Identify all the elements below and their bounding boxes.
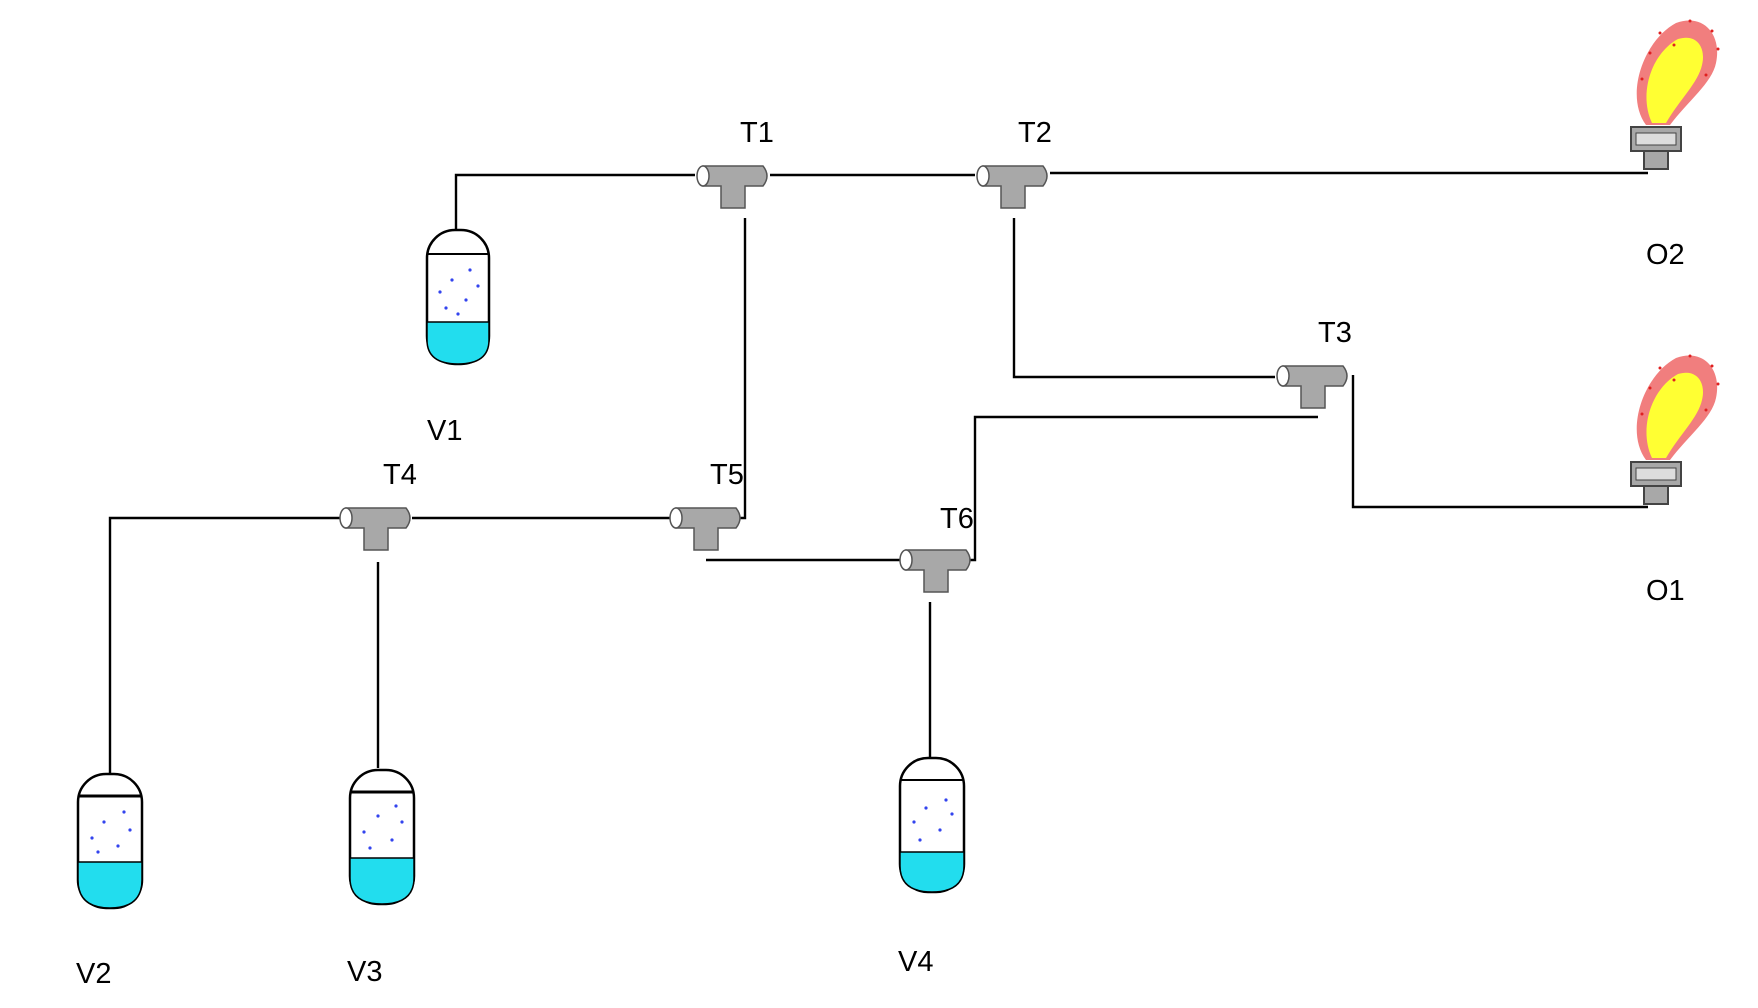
flare-o2[interactable] — [1630, 18, 1721, 170]
pipe-t2-t3[interactable] — [1012, 218, 1275, 379]
flare-o1[interactable] — [1630, 353, 1721, 505]
vessel-v3[interactable] — [348, 768, 416, 906]
tee-t3[interactable] — [1276, 365, 1348, 409]
tee-t5[interactable] — [669, 507, 741, 551]
tee-t6[interactable] — [899, 549, 971, 593]
pipe-t3-t6[interactable] — [938, 415, 1318, 562]
label-t3: T3 — [1318, 317, 1352, 349]
label-t5: T5 — [710, 459, 744, 491]
vessel-v1[interactable] — [425, 228, 491, 366]
label-v4: V4 — [898, 946, 933, 978]
vessel-v2[interactable] — [76, 772, 144, 910]
label-v3: V3 — [347, 956, 382, 988]
tee-t1[interactable] — [696, 165, 768, 209]
vessel-v4[interactable] — [898, 756, 966, 894]
pipe-t3-o1[interactable] — [1351, 375, 1648, 509]
pipe-v1-t1[interactable] — [454, 173, 695, 234]
pipe-v2-t4[interactable] — [108, 516, 340, 778]
label-t4: T4 — [383, 459, 417, 491]
label-t6: T6 — [940, 503, 974, 535]
vessels — [76, 228, 966, 910]
tee-t4[interactable] — [339, 507, 411, 551]
label-t1: T1 — [740, 117, 774, 149]
label-o2: O2 — [1646, 239, 1685, 271]
tee-fittings — [339, 165, 1348, 593]
label-o1: O1 — [1646, 575, 1685, 607]
label-t2: T2 — [1018, 117, 1052, 149]
labels: T1 T2 T3 T4 T5 T6 V1 V2 V3 V4 O2 O1 — [76, 117, 1685, 990]
label-v2: V2 — [76, 958, 111, 990]
pipes — [108, 171, 1648, 778]
tee-t2[interactable] — [976, 165, 1048, 209]
label-v1: V1 — [427, 415, 462, 447]
